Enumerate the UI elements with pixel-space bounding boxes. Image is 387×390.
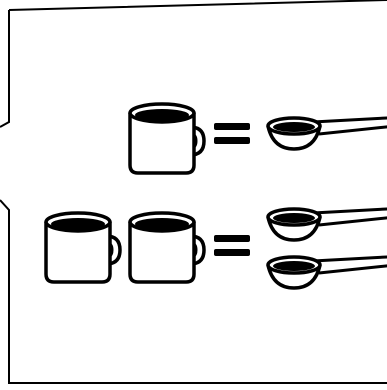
equation-row-1	[128, 102, 387, 175]
measuring-scoop-icon	[266, 206, 387, 242]
equals-icon	[214, 235, 250, 256]
equals-icon	[214, 123, 250, 144]
equation-row-2	[44, 206, 387, 290]
measuring-scoop-icon	[266, 254, 387, 290]
coffee-mug-icon	[128, 211, 206, 284]
coffee-mug-icon	[128, 102, 206, 175]
measuring-scoop-icon	[266, 115, 387, 151]
coffee-mug-icon	[44, 211, 122, 284]
